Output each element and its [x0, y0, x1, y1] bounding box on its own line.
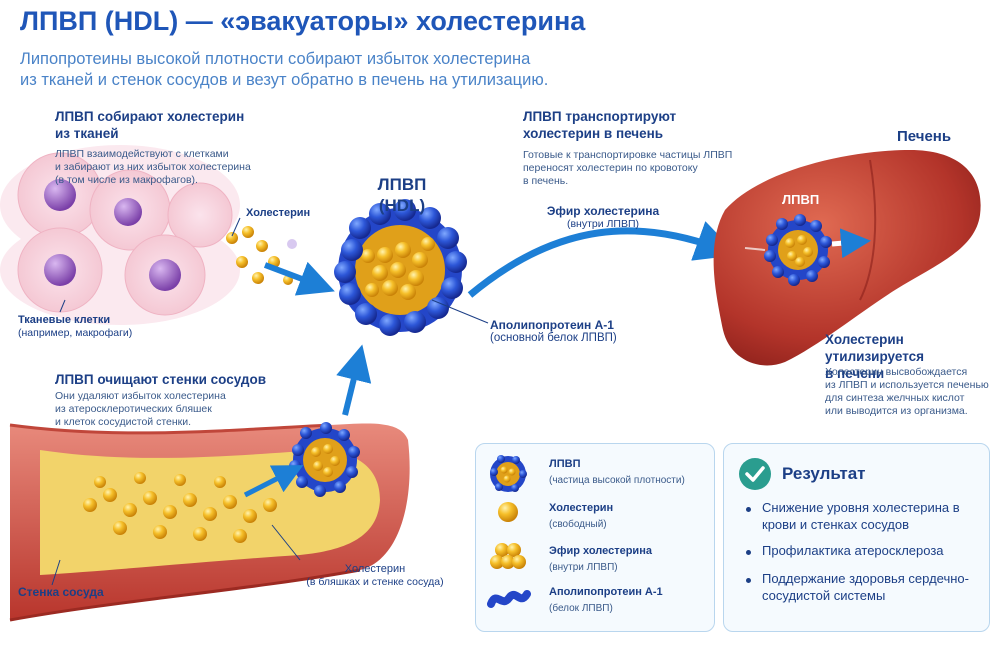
plaque-label: Холестерин (в бляшках и стенке сосуда) — [290, 562, 460, 589]
cells-label-line-1: Тканевые клетки — [18, 314, 111, 326]
liver-heading-line-1: Холестерин утилизируется — [825, 332, 925, 364]
vessel-text-line-2: из атеросклеротических бляшек — [55, 403, 212, 415]
vessel-text-line-1: Они удаляют избыток холестерина — [55, 390, 226, 402]
tissue-heading-line-2: из тканей — [55, 126, 119, 141]
tissue-text-line-1: ЛПВП взаимодействуют с клетками — [55, 148, 229, 160]
apolipoprotein-icon — [487, 590, 531, 608]
legend-subtitle-apo: (белок ЛПВП) — [549, 603, 613, 614]
tissue-heading: ЛПВП собирают холестерин из тканей — [55, 108, 285, 142]
tissue-heading-line-1: ЛПВП собирают холестерин — [55, 109, 245, 124]
result-item-2: Профилактика атеросклероза — [762, 543, 944, 558]
plaque-label-line-1: Холестерин — [344, 563, 406, 575]
liver-text-line-3: для синтеза желчных кислот — [825, 392, 965, 404]
liver-text: Холестерин высвобождается из ЛПВП и испо… — [825, 366, 995, 418]
hdl-particle-large — [334, 199, 467, 336]
hdl-title-line-1: ЛПВП — [377, 175, 427, 194]
legend-title-hdl: ЛПВП — [549, 458, 581, 470]
wall-pointer — [51, 559, 61, 586]
legend-title-cholesterol: Холестерин — [549, 502, 614, 514]
liver-text-line-4: или выводится из организма. — [825, 405, 968, 417]
cholesterol-sphere-icon — [498, 502, 518, 522]
tissue-cells-illustration — [0, 145, 240, 325]
subtitle-line-1: Липопротеины высокой плотности собирают … — [20, 50, 531, 68]
cells-label: Тканевые клетки (например, макрофаги) — [18, 313, 178, 340]
apo-label-line-2: (основной белок ЛПВП) — [490, 332, 617, 344]
legend-title-ester: Эфир холестерина — [549, 545, 652, 557]
liver-text-line-1: Холестерин высвобождается — [825, 366, 968, 378]
transport-text-line-3: в печень. — [523, 175, 569, 187]
liver-heading: Холестерин утилизируется в печени — [825, 331, 995, 382]
transport-text-line-2: переносят холестерин по кровотоку — [523, 162, 698, 174]
plaque-label-line-2: (в бляшках и стенке сосуда) — [306, 576, 444, 588]
bullet-icon — [746, 578, 751, 583]
cholesterol-label: Холестерин — [246, 207, 311, 219]
wall-label: Стенка сосуда — [18, 585, 104, 599]
ester-label: Эфир холестерина (внутри ЛПВП) — [523, 204, 683, 231]
vessel-heading: ЛПВП очищают стенки сосудов — [55, 372, 267, 387]
legend-title-apo: Аполипопротеин А-1 — [549, 586, 663, 598]
result-item-3: Поддержание здоровья сердечно-сосудистой… — [762, 571, 969, 603]
apo-label-line-1: Аполипопротеин А-1 — [490, 318, 614, 332]
arrow-hdl-to-liver — [467, 221, 738, 298]
legend-subtitle-hdl: (частица высокой плотности) — [549, 475, 685, 486]
arrow-plaque-to-hdl — [243, 465, 304, 498]
hdl-title-line-2: (HDL) — [378, 196, 426, 215]
free-cholesterol-dots — [226, 226, 297, 285]
legend-subtitle-cholesterol: (свободный) — [549, 519, 607, 530]
vessel-text-line-3: и клеток сосудистой стенки. — [55, 416, 192, 428]
transport-heading-line-1: ЛПВП транспортируют — [523, 109, 677, 124]
cholesterol-pointer — [231, 217, 241, 237]
tissue-text-line-3: (в том числе из макрофагов). — [55, 174, 198, 186]
liver-illustration — [713, 150, 981, 366]
apo-label: Аполипопротеин А-1 (основной белок ЛПВП) — [490, 318, 660, 345]
ester-label-line-2: (внутри ЛПВП) — [566, 218, 640, 230]
liver-text-line-2: из ЛПВП и используется печенью — [825, 379, 989, 391]
tissue-text-line-2: и забирают из них избыток холестерина — [55, 161, 251, 173]
apo-pointer — [431, 299, 489, 324]
result-item-1: Снижение уровня холестерина в крови и ст… — [762, 500, 960, 532]
page-subtitle: Липопротеины высокой плотности собирают … — [20, 49, 620, 91]
vessel-text: Они удаляют избыток холестерина из атеро… — [55, 390, 275, 429]
transport-text: Готовые к транспортировке частицы ЛПВП п… — [523, 149, 753, 188]
transport-heading: ЛПВП транспортируют холестерин в печень — [523, 108, 763, 142]
legend-subtitle-ester: (внутри ЛПВП) — [549, 562, 618, 573]
tissue-text: ЛПВП взаимодействуют с клетками и забира… — [55, 148, 295, 187]
liver-hdl-label: ЛПВП — [782, 192, 820, 207]
result-panel: Результат Снижение уровня холестерина в … — [723, 443, 990, 632]
bullet-icon — [746, 507, 751, 512]
cells-pointer — [59, 299, 66, 313]
subtitle-line-2: из тканей и стенок сосудов и везут обрат… — [20, 71, 549, 89]
legend-panel: ЛПВП (частица высокой плотности) Холесте… — [475, 443, 715, 632]
check-icon — [739, 458, 771, 490]
transport-text-line-1: Готовые к транспортировке частицы ЛПВП — [523, 149, 733, 161]
arrow-vessel-to-center — [336, 344, 372, 416]
cells-label-line-2: (например, макрофаги) — [18, 327, 133, 339]
plaque-pointer — [271, 524, 301, 561]
cholesterol-ester-icon — [490, 543, 526, 569]
liver-title: Печень — [897, 128, 952, 145]
result-title: Результат — [782, 464, 866, 483]
hdl-particle-vessel — [289, 422, 360, 497]
transport-heading-line-2: холестерин в печень — [523, 126, 664, 141]
liver-heading-line-2: в печени — [825, 366, 885, 381]
arrow-tissue-to-hdl — [263, 261, 335, 296]
hdl-title: ЛПВП (HDL) — [362, 174, 442, 216]
bullet-icon — [746, 550, 751, 555]
page-title: ЛПВП (HDL) — «эвакуаторы» холестерина — [20, 6, 586, 36]
ester-label-line-1: Эфир холестерина — [546, 204, 660, 218]
hdl-particle-icon — [490, 455, 527, 492]
